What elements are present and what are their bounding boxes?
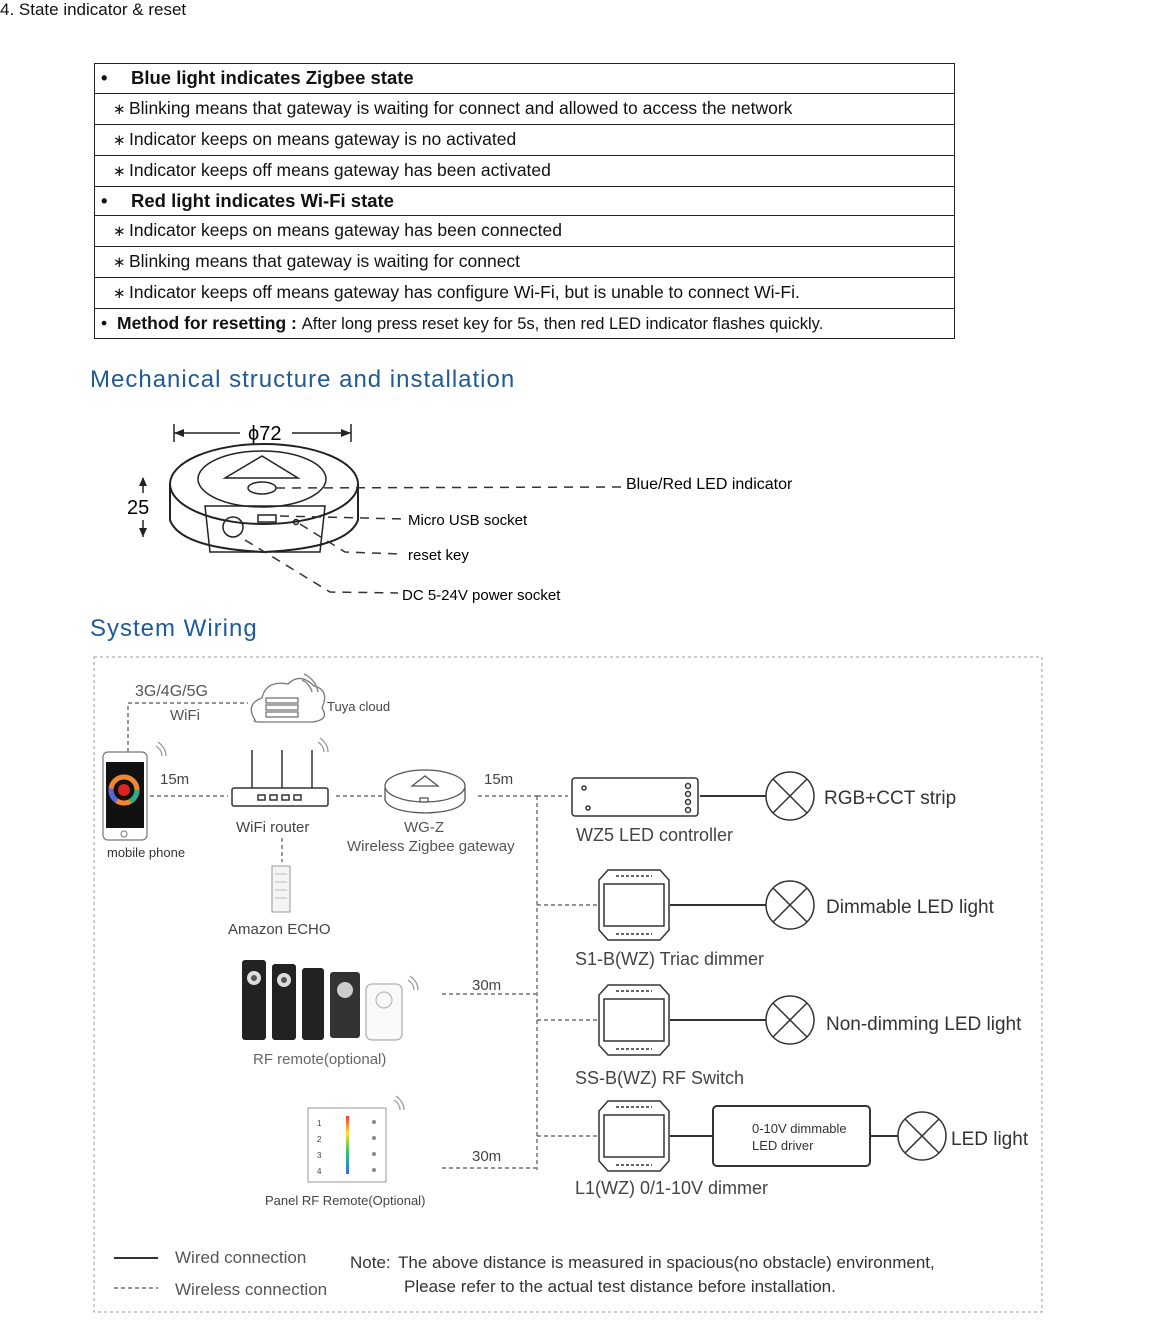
wifi-router-icon — [231, 750, 329, 807]
driver-line2: LED driver — [752, 1138, 814, 1153]
distance-gateway-devices: 15m — [484, 771, 513, 788]
echo-label: Amazon ECHO — [228, 921, 331, 938]
callout-led: Blue/Red LED indicator — [626, 476, 793, 493]
device-1: WZ5 LED controller — [576, 825, 733, 845]
mobile-phone-icon — [102, 751, 148, 841]
legend-wired: Wired connection — [175, 1248, 306, 1267]
panel-remote-icon: 1 2 3 4 — [307, 1107, 387, 1183]
legend-wireless: Wireless connection — [175, 1280, 327, 1299]
state-table: •Blue light indicates Zigbee state ∗Blin… — [94, 63, 955, 339]
distance-panel-remote: 30m — [472, 1148, 501, 1165]
callout-power: DC 5-24V power socket — [402, 587, 561, 604]
gateway-device-drawing — [169, 443, 359, 554]
mechanical-drawing: ϕ72 25 Blue/Red LED indicator Micro USB … — [127, 423, 793, 604]
network-label: 3G/4G/5G — [135, 683, 208, 700]
triac-dimmer-icon — [598, 869, 670, 941]
driver-line1: 0-10V dimmable — [752, 1121, 847, 1136]
lamp-icon — [765, 771, 815, 821]
row-text: Blinking means that gateway is waiting f… — [129, 251, 521, 271]
note-line1: The above distance is measured in spacio… — [398, 1253, 935, 1272]
reset-text: After long press reset key for 5s, then … — [301, 315, 824, 333]
note-label: Note: — [350, 1253, 391, 1272]
callout-usb: Micro USB socket — [408, 512, 528, 529]
panel-key: 2 — [317, 1135, 322, 1144]
table-row-reset: •Method for resetting : After long press… — [94, 308, 955, 339]
amazon-echo-icon — [271, 865, 291, 913]
load-3: Non-dimming LED light — [826, 1014, 1022, 1035]
lamp-icon — [897, 1111, 947, 1161]
gateway-name: Wireless Zigbee gateway — [347, 838, 515, 855]
router-label: WiFi router — [236, 819, 309, 836]
row-text: Indicator keeps off means gateway has be… — [129, 159, 551, 180]
rf-switch-icon — [598, 984, 670, 1056]
wiring-diagram: 3G/4G/5G WiFi Tuya cloud mobile phone 15… — [93, 656, 1043, 1313]
lamp-icon — [765, 880, 815, 930]
panel-key: 3 — [317, 1151, 322, 1160]
table-row: •Blue light indicates Zigbee state — [94, 63, 955, 94]
load-1: RGB+CCT strip — [824, 788, 956, 809]
device-3: SS-B(WZ) RF Switch — [575, 1068, 744, 1088]
diameter-label: ϕ72 — [248, 423, 281, 445]
led-controller-icon — [571, 777, 699, 817]
row-text: Blinking means that gateway is waiting f… — [129, 97, 793, 118]
lamp-icon — [765, 995, 815, 1045]
table-row: ∗Blinking means that gateway is waiting … — [94, 246, 955, 278]
section-title-wiring: System Wiring — [90, 615, 258, 642]
cloud-icon — [250, 677, 326, 723]
table-row: ∗Indicator keeps off means gateway has b… — [94, 154, 955, 187]
height-label: 25 — [127, 497, 149, 519]
distance-rf-remote: 30m — [472, 977, 501, 994]
dimmer-0-10v-icon — [598, 1100, 670, 1172]
row-text: Indicator keeps on means gateway has bee… — [129, 220, 562, 240]
table-row: ∗Indicator keeps off means gateway has c… — [94, 277, 955, 309]
gateway-model: WG-Z — [404, 819, 444, 836]
panel-key: 4 — [317, 1167, 322, 1176]
distance-phone-router: 15m — [160, 771, 189, 788]
section-title-mechanical: Mechanical structure and installation — [90, 366, 516, 393]
rf-remote-icon — [242, 960, 403, 1041]
cloud-label: Tuya cloud — [327, 699, 390, 714]
row-text: Blue light indicates Zigbee state — [131, 67, 414, 89]
load-2: Dimmable LED light — [826, 897, 995, 918]
load-4: LED light — [951, 1129, 1029, 1150]
zigbee-gateway-icon — [384, 769, 466, 814]
device-4: L1(WZ) 0/1-10V dimmer — [575, 1178, 768, 1198]
wifi-label: WiFi — [170, 707, 200, 724]
section-title-state: 4. State indicator & reset — [0, 0, 187, 19]
panel-key: 1 — [317, 1119, 322, 1128]
rf-remote-label: RF remote(optional) — [253, 1051, 386, 1068]
row-text: Indicator keeps on means gateway is no a… — [129, 128, 517, 149]
note-line2: Please refer to the actual test distance… — [404, 1277, 836, 1296]
row-text: Indicator keeps off means gateway has co… — [129, 282, 800, 302]
led-driver-box — [712, 1105, 871, 1167]
table-row: •Red light indicates Wi-Fi state — [94, 185, 955, 216]
table-row: ∗Indicator keeps on means gateway has be… — [94, 215, 955, 247]
reset-label: Method for resetting : — [117, 313, 297, 333]
callout-reset: reset key — [408, 547, 469, 564]
panel-remote-label: Panel RF Remote(Optional) — [265, 1193, 425, 1208]
row-text: Red light indicates Wi-Fi state — [131, 189, 394, 211]
table-row: ∗Indicator keeps on means gateway is no … — [94, 123, 955, 156]
table-row: ∗Blinking means that gateway is waiting … — [94, 92, 955, 125]
device-2: S1-B(WZ) Triac dimmer — [575, 949, 764, 969]
phone-label: mobile phone — [107, 845, 185, 860]
